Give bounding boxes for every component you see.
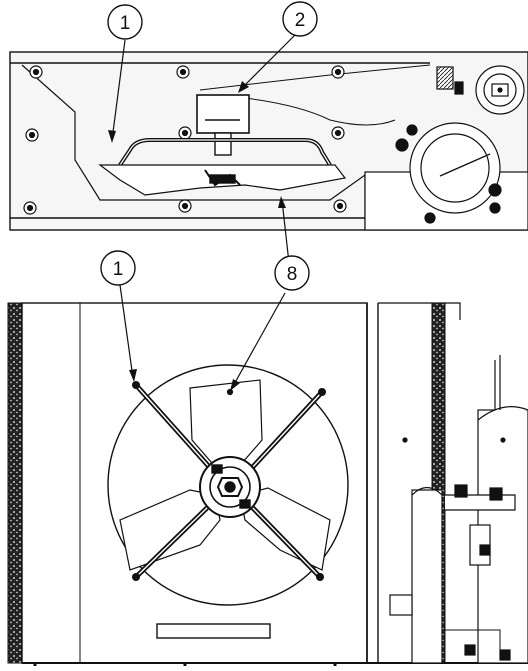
fan-blade [119, 489, 221, 571]
drain-slot [156, 623, 271, 639]
compressor-section [389, 355, 528, 664]
top-right-components [364, 65, 528, 231]
accumulator [411, 489, 443, 664]
callout-label: 2 [295, 10, 306, 31]
callout-label: 8 [287, 264, 298, 285]
callout-bubble-1-top: 1 [107, 4, 143, 40]
front-view [7, 302, 528, 666]
callout-label: 1 [120, 13, 131, 34]
callout-bubble-1-bottom: 1 [100, 250, 136, 286]
insulation-left [7, 302, 23, 664]
callout-bubble-2-top: 2 [282, 1, 318, 37]
callout-bubble-8-bottom: 8 [274, 255, 310, 291]
bolt-heads [23, 65, 347, 215]
fan-blades-top [98, 164, 347, 196]
top-view [9, 51, 528, 231]
wire-line [244, 97, 396, 126]
fan-hub [199, 456, 261, 518]
callout-label: 1 [113, 259, 124, 280]
fan-motor-top [196, 94, 250, 156]
service-valve [389, 594, 413, 616]
arm-bolts [132, 381, 326, 581]
fan-blade [239, 487, 331, 571]
fan-blades-front [119, 379, 331, 571]
